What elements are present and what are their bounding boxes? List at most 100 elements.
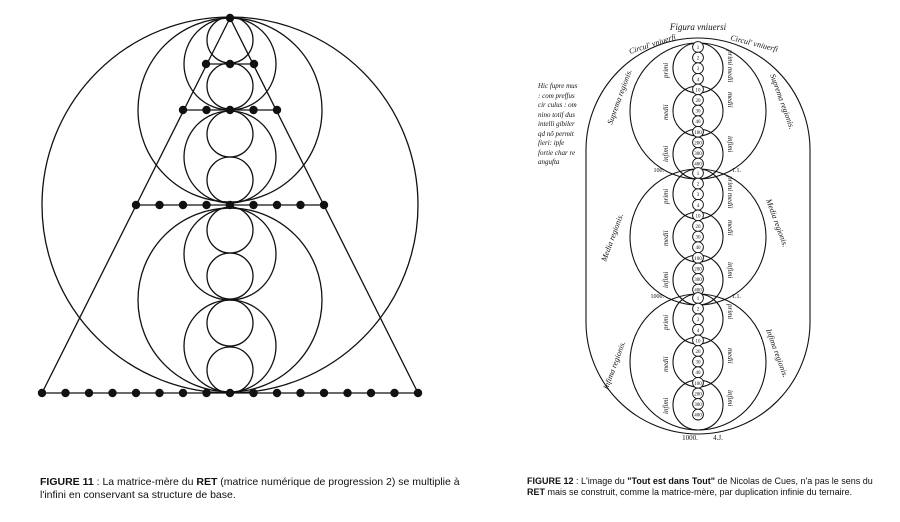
- mark-b-left: 1000.: [651, 294, 665, 300]
- matrix-dot: [225, 13, 235, 23]
- matrix-dot: [296, 200, 305, 210]
- matrix-dot: [155, 388, 164, 398]
- matrix-dot: [202, 388, 211, 398]
- number-label: 40: [696, 120, 702, 125]
- top-label: Figura vniuersi: [669, 22, 727, 32]
- number-label: 300: [694, 152, 702, 157]
- region-middle-left: Media regionis.: [599, 212, 625, 263]
- middle-primi-medii-label: primi medii: [726, 175, 734, 209]
- number-label: 30: [696, 361, 702, 366]
- circle-small-7: [206, 299, 254, 347]
- figure-12-text-c: mais se construit, comme la matrice-mère…: [545, 487, 853, 498]
- number-label: 20: [696, 225, 702, 230]
- upper-infimi-label: infimi: [662, 146, 670, 162]
- number-label: 1: [697, 297, 700, 302]
- matrix-dot: [366, 388, 376, 398]
- number-label: 400: [694, 414, 702, 419]
- figure-11-caption: FIGURE 11 : La matrice-mère du RET (matr…: [40, 476, 470, 502]
- bottom-label: 1000.: [682, 434, 698, 442]
- lower-infimi-label: infimi: [662, 398, 670, 414]
- number-label: 2: [697, 183, 700, 188]
- number-label: 300: [694, 278, 702, 283]
- matrix-dot: [225, 200, 235, 210]
- matrix-dot: [272, 105, 282, 115]
- number-label: 40: [696, 246, 702, 251]
- number-label: 400: [694, 289, 702, 294]
- number-label: 4: [697, 204, 700, 209]
- region-upper-right: Suprema regionis.: [768, 73, 796, 131]
- upper-primi-label: primi: [662, 63, 670, 79]
- region-middle-right: Media regionis.: [764, 197, 790, 248]
- number-label: 100: [694, 382, 702, 387]
- number-circle: [692, 408, 704, 421]
- figure-12-caption: FIGURE 12 : L'image du "Tout est dans To…: [527, 476, 892, 499]
- matrix-dot: [319, 388, 329, 398]
- middle-infimi-label-right: infimi: [726, 262, 734, 278]
- middle-primi-label: primi: [662, 189, 670, 205]
- outer-capsule: [585, 37, 811, 435]
- number-label: 10: [696, 339, 702, 344]
- number-label: 100: [694, 257, 702, 262]
- matrix-dot: [201, 59, 211, 69]
- upper-infimi-label-right: infimi: [726, 136, 734, 152]
- region-lower-right: Infima regionis.: [764, 327, 790, 379]
- number-label: 2: [697, 308, 700, 313]
- figure-12-bold-b: RET: [527, 487, 545, 498]
- lower-primi-label: primi: [662, 315, 670, 331]
- number-label: 300: [694, 403, 702, 408]
- figure-12-text-b: de Nicolas de Cues, n'a pas le sens du: [714, 476, 873, 486]
- number-label: 20: [696, 99, 702, 104]
- lower-primi-label-right: primi: [726, 303, 734, 319]
- mark-a-right: 1.1.: [732, 168, 742, 174]
- matrix-dot: [108, 388, 117, 398]
- number-label: 200: [694, 141, 702, 146]
- mark-b-right: 1.1.: [732, 294, 742, 300]
- figure-11-text-a: : La matrice-mère du: [93, 476, 197, 488]
- matrix-dot: [249, 59, 259, 69]
- matrix-dot: [249, 105, 258, 115]
- circle-small-6: [206, 252, 254, 300]
- matrix-dot: [272, 200, 282, 210]
- matrix-dot: [343, 388, 352, 398]
- number-label: 3: [697, 67, 700, 72]
- upper-medii-label-right: medii: [726, 92, 734, 108]
- matrix-dot: [37, 388, 47, 398]
- figure-12-diagram: 1 2 3 4 10 20 30 40 100 200 300 400 1 2 3 4 10 20 30 40 100 2…: [585, 22, 811, 442]
- matrix-dot: [178, 388, 188, 398]
- matrix-dot: [249, 200, 258, 210]
- figure-12-text-a: : L'image du: [573, 476, 628, 486]
- matrix-dot: [178, 200, 188, 210]
- matrix-dot: [155, 200, 164, 210]
- middle-infimi-label: infimi: [662, 272, 670, 288]
- figure-11-text-b: (matrice numérique de progression 2) se …: [40, 476, 460, 502]
- matrix-dot: [249, 388, 258, 398]
- matrix-dot: [202, 105, 211, 115]
- lower-medii-label: medii: [662, 356, 670, 372]
- matrix-dot: [225, 388, 235, 398]
- lower-infimi-label-right: infimi: [726, 390, 734, 406]
- matrix-dot: [390, 388, 399, 398]
- numbered-circles: 1 2 3 4 10 20 30 40 100 200 300 400 1 2 3 4 10 20 30 40 100 2…: [692, 41, 704, 421]
- matrix-dot: [225, 105, 235, 115]
- matrix-dot: [296, 388, 305, 398]
- number-label: 400: [694, 163, 702, 168]
- number-label: 30: [696, 236, 702, 241]
- number-label: 3: [697, 318, 700, 323]
- matrix-dot: [131, 200, 141, 210]
- matrix-dot: [319, 200, 329, 210]
- figure-11-bold: RET: [196, 476, 218, 488]
- figure-11-label: FIGURE 11: [40, 476, 94, 488]
- mark-a-left: 100.: [654, 168, 665, 174]
- number-label: 20: [696, 350, 702, 355]
- matrix-dot: [272, 388, 282, 398]
- matrix-dot: [225, 59, 235, 69]
- number-label: 4: [697, 78, 700, 83]
- matrix-dot: [178, 105, 188, 115]
- bottom-label-right: 4.J.: [713, 434, 723, 442]
- middle-medii-label-right: medii: [726, 220, 734, 236]
- number-label: 40: [696, 371, 702, 376]
- number-label: 1: [697, 46, 700, 51]
- matrix-dot: [131, 388, 141, 398]
- number-label: 1: [697, 172, 700, 177]
- number-label: 10: [696, 214, 702, 219]
